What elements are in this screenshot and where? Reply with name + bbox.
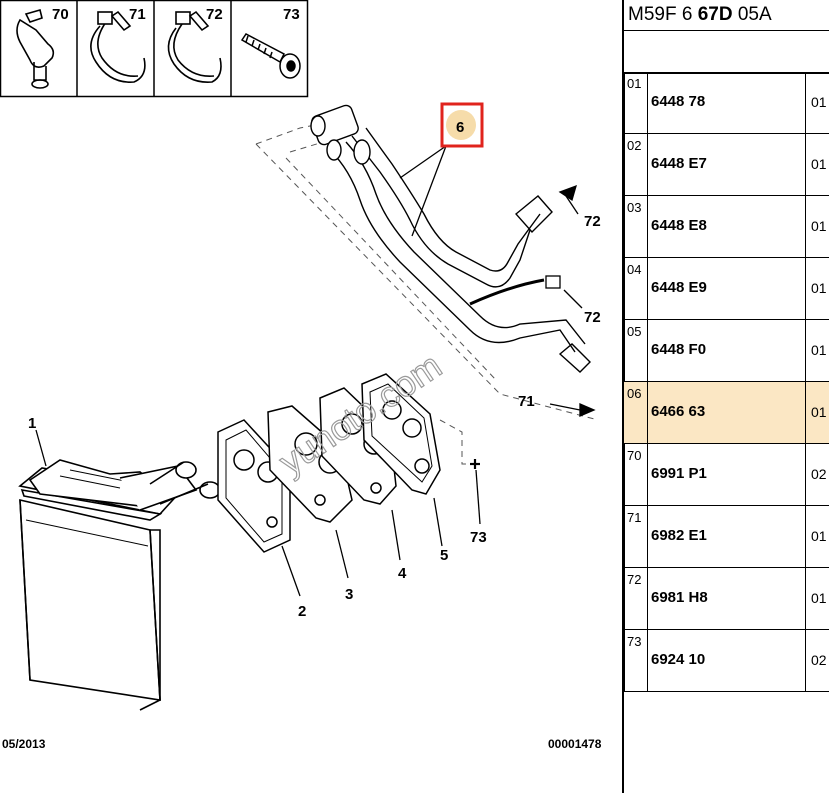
panel-title-bold: 67D	[697, 4, 733, 25]
hose-clamp-icon	[90, 10, 146, 83]
part-number-cell: 73	[624, 630, 648, 691]
thumbnail-72[interactable]: 72	[167, 6, 223, 83]
hose-connector-block	[310, 104, 371, 165]
panel-title-prefix: M59F 6	[628, 4, 698, 25]
part-number-cell: 70	[624, 444, 648, 505]
part-quantity-cell: 01	[811, 342, 827, 358]
hose-clamp-icon	[167, 10, 222, 83]
thumbnail-label-72: 72	[206, 6, 223, 23]
part-reference-cell: 6448 E7	[649, 134, 806, 195]
part-quantity-cell: 01	[811, 404, 827, 420]
part-reference-cell: 6448 E8	[649, 196, 806, 257]
part-reference-cell: 6448 78	[649, 72, 806, 133]
part-reference-cell: 6448 E9	[649, 258, 806, 319]
panel-title: M59F 6 67D 05A	[628, 4, 772, 26]
thumbnail-70[interactable]: 70	[16, 6, 69, 89]
callout-72-lower[interactable]: 72	[584, 309, 601, 326]
part-reference-cell: 6448 F0	[649, 320, 806, 381]
footer-date: 05/2013	[2, 737, 46, 751]
thumbnail-label-70: 70	[52, 6, 69, 23]
hose-assembly	[310, 104, 591, 373]
thumbnail-71[interactable]: 71	[90, 6, 146, 83]
callout-1[interactable]: 1	[28, 415, 36, 432]
callout-5[interactable]: 5	[440, 547, 448, 564]
leader-lines	[35, 145, 596, 597]
part-quantity-cell: 01	[811, 590, 827, 606]
panel-divider	[622, 0, 624, 793]
part-reference-cell: 6991 P1	[649, 444, 806, 505]
flange-5	[361, 373, 441, 495]
part-quantity-cell: 01	[811, 280, 827, 296]
part-quantity-cell: 01	[811, 94, 827, 110]
callout-72-upper[interactable]: 72	[584, 213, 601, 230]
callout-4[interactable]: 4	[398, 565, 407, 582]
footer-diagram-number: 00001478	[548, 737, 602, 751]
thumbnail-label-71: 71	[129, 6, 146, 23]
part-number-cell: 06	[624, 382, 648, 443]
thumbnail-strip: 70 71 72	[0, 0, 309, 98]
part-reference-cell: 6981 H8	[649, 568, 806, 629]
part-number-cell: 02	[624, 134, 648, 195]
clip-icon	[16, 9, 55, 89]
callout-6[interactable]: 6	[456, 119, 464, 136]
thumbnail-label-73: 73	[283, 6, 300, 23]
selected-callout-6[interactable]	[440, 102, 484, 148]
thumbnail-73[interactable]: 73	[240, 6, 301, 79]
part-reference-cell: 6982 E1	[649, 506, 806, 567]
screw-icon	[240, 33, 301, 79]
part-quantity-cell: 01	[811, 156, 827, 172]
callout-3[interactable]: 3	[345, 586, 353, 603]
screw-marker-73	[470, 459, 480, 469]
part-number-cell: 72	[624, 568, 648, 629]
part-number-cell: 05	[624, 320, 648, 381]
part-quantity-cell: 02	[811, 652, 827, 668]
heater-core	[18, 459, 221, 711]
part-quantity-cell: 01	[811, 528, 827, 544]
callout-2[interactable]: 2	[298, 603, 306, 620]
callout-73[interactable]: 73	[470, 529, 487, 546]
part-quantity-cell: 01	[811, 218, 827, 234]
part-number-cell: 71	[624, 506, 648, 567]
part-number-cell: 04	[624, 258, 648, 319]
part-number-cell: 01	[624, 72, 648, 133]
panel-title-suffix: 05A	[732, 4, 772, 25]
panel-header-box	[624, 30, 829, 74]
part-reference-cell: 6924 10	[649, 630, 806, 691]
exploded-parts-diagram: 70 71 72	[0, 0, 602, 751]
part-number-cell: 03	[624, 196, 648, 257]
part-quantity-cell: 02	[811, 466, 827, 482]
part-reference-cell: 6466 63	[649, 382, 806, 443]
callout-71[interactable]: 71	[518, 393, 535, 410]
